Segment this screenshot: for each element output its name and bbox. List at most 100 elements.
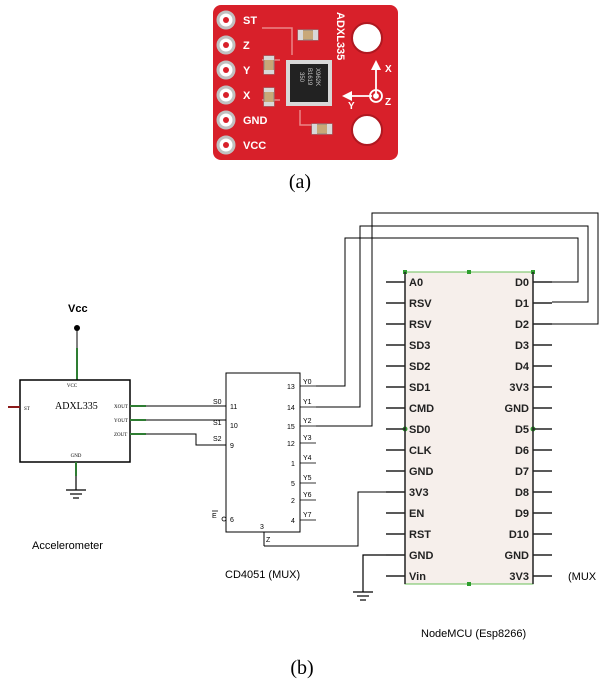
caption-a: (a)	[289, 171, 311, 193]
svg-text:Y3: Y3	[303, 435, 312, 442]
svg-text:GND: GND	[505, 403, 530, 415]
svg-text:4: 4	[291, 518, 295, 525]
svg-text:RST: RST	[409, 529, 431, 541]
svg-text:Y2: Y2	[303, 418, 312, 425]
svg-text:1: 1	[291, 461, 295, 468]
mounting-hole-icon	[351, 114, 383, 146]
svg-text:A0: A0	[409, 277, 423, 289]
pin-pads	[216, 10, 236, 155]
svg-text:EN: EN	[409, 508, 424, 520]
svg-text:VCC: VCC	[67, 384, 78, 389]
svg-text:D9: D9	[515, 508, 529, 520]
adxl335-chip-icon: 350 B1619 X962K	[286, 60, 332, 106]
svg-text:Y1: Y1	[303, 399, 312, 406]
svg-text:3V3: 3V3	[409, 487, 429, 499]
svg-text:5: 5	[291, 481, 295, 488]
svg-text:D7: D7	[515, 466, 529, 478]
svg-text:RSV: RSV	[409, 298, 432, 310]
svg-text:XOUT: XOUT	[114, 405, 128, 410]
svg-text:D1: D1	[515, 298, 529, 310]
pin-label-st: ST	[243, 15, 257, 27]
svg-text:SD1: SD1	[409, 382, 430, 394]
board-chip-name: ADXL335	[334, 12, 346, 60]
pin-label-x: X	[243, 90, 251, 102]
svg-text:10: 10	[230, 423, 238, 430]
svg-text:D5: D5	[515, 424, 529, 436]
pin-label-gnd: GND	[243, 115, 268, 127]
svg-text:3: 3	[260, 524, 264, 531]
svg-text:Vin: Vin	[409, 571, 426, 583]
svg-text:YOUT: YOUT	[114, 419, 128, 424]
svg-text:2: 2	[291, 498, 295, 505]
axis-z-label: Z	[385, 97, 391, 108]
svg-text:RSV: RSV	[409, 319, 432, 331]
axis-indicator-icon	[342, 60, 383, 103]
schematic: Vcc ST VCC GND ADXL335 XOUT YOUT ZOUT	[8, 212, 599, 640]
svg-text:13: 13	[287, 384, 295, 391]
svg-text:6: 6	[230, 517, 234, 524]
svg-text:Z: Z	[266, 537, 271, 544]
svg-text:D8: D8	[515, 487, 529, 499]
caption-b: (b)	[290, 657, 313, 679]
svg-text:ST: ST	[24, 407, 30, 412]
pin-label-z: Z	[243, 40, 250, 52]
svg-text:12: 12	[287, 441, 295, 448]
svg-text:D6: D6	[515, 445, 529, 457]
pin-label-y: Y	[243, 65, 251, 77]
svg-text:9: 9	[230, 443, 234, 450]
axis-y-label: Y	[348, 101, 355, 112]
svg-text:B1619: B1619	[306, 68, 312, 86]
accelerometer-block: ST VCC GND ADXL335 XOUT YOUT ZOUT	[8, 379, 146, 476]
svg-text:11: 11	[230, 404, 237, 411]
svg-text:S1: S1	[213, 420, 222, 427]
svg-text:GND: GND	[505, 550, 530, 562]
svg-text:D0: D0	[515, 277, 529, 289]
connection-wires	[264, 212, 599, 547]
adxl335-board-photo: ST Z Y X GND VCC ADXL335	[213, 5, 398, 160]
svg-text:D10: D10	[509, 529, 529, 541]
mux-caption: CD4051 (MUX)	[225, 569, 300, 581]
mounting-hole-icon	[351, 22, 383, 54]
svg-text:Y6: Y6	[303, 492, 312, 499]
pin-label-vcc: VCC	[243, 140, 266, 152]
mux-cd4051-block: S0 11 S1 10 S2 9 E 6 13 Y0 14 Y1 15 Y2 1…	[212, 372, 316, 546]
svg-text:350: 350	[298, 72, 304, 83]
ground-symbol-icon	[353, 554, 386, 601]
svg-text:GND: GND	[409, 550, 434, 562]
svg-text:15: 15	[287, 424, 295, 431]
axis-x-label: X	[385, 64, 392, 75]
svg-text:Y7: Y7	[303, 512, 312, 519]
accelerometer-chip-name: ADXL335	[55, 401, 98, 412]
nodemcu-left-pins: A0 RSV RSV SD3 SD2 SD1 CMD SD0 CLK GND 3…	[386, 277, 434, 583]
accelerometer-caption: Accelerometer	[32, 540, 103, 552]
svg-text:GND: GND	[409, 466, 434, 478]
svg-text:SD2: SD2	[409, 361, 430, 373]
nodemcu-block	[402, 270, 536, 586]
svg-text:X962K: X962K	[314, 68, 320, 86]
svg-text:3V3: 3V3	[509, 382, 529, 394]
svg-text:CMD: CMD	[409, 403, 434, 415]
svg-text:CLK: CLK	[409, 445, 432, 457]
svg-text:SD3: SD3	[409, 340, 430, 352]
mux-side-note: (MUX	[568, 571, 597, 583]
svg-text:S2: S2	[213, 436, 222, 443]
svg-text:SD0: SD0	[409, 424, 430, 436]
nodemcu-caption: NodeMCU (Esp8266)	[421, 628, 526, 640]
svg-text:Y5: Y5	[303, 475, 312, 482]
svg-text:3V3: 3V3	[509, 571, 529, 583]
svg-text:Y4: Y4	[303, 455, 312, 462]
vcc-label: Vcc	[68, 303, 88, 315]
svg-text:ZOUT: ZOUT	[114, 433, 127, 438]
svg-text:D2: D2	[515, 319, 529, 331]
smd-capacitors	[263, 29, 333, 135]
ground-symbol-icon	[66, 476, 86, 499]
svg-text:E: E	[212, 513, 217, 520]
svg-text:GND: GND	[71, 454, 82, 459]
nodemcu-right-pins: D0 D1 D2 D3 D4 3V3 GND D5 D6 D7 D8 D9 D1…	[505, 277, 560, 583]
svg-text:D4: D4	[515, 361, 530, 373]
svg-text:S0: S0	[213, 399, 222, 406]
svg-text:D3: D3	[515, 340, 529, 352]
svg-text:14: 14	[287, 405, 295, 412]
svg-text:Y0: Y0	[303, 379, 312, 386]
